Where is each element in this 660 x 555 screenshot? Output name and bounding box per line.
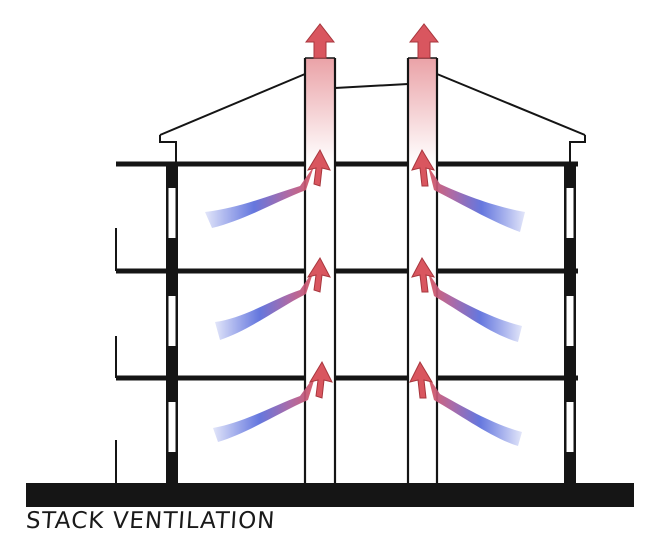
arrow-head-left-3	[308, 360, 333, 399]
exterior-wall-left	[166, 164, 178, 483]
exterior-wall-right	[564, 164, 576, 483]
ventilation-stack-right	[406, 57, 439, 483]
floor-slabs	[116, 161, 578, 381]
roof	[159, 58, 586, 164]
warm-air-arrows	[304, 23, 440, 399]
arrow-head-right-1	[411, 148, 436, 187]
arrow-head-right-2	[411, 257, 436, 293]
airflow-right	[428, 166, 525, 446]
arrow-head-left-2	[306, 257, 331, 293]
diagram-caption: STACK VENTILATION	[25, 508, 277, 534]
airflow-left	[205, 166, 316, 442]
arrow-head-left-1	[306, 148, 331, 187]
exhaust-arrow-left-top	[304, 23, 336, 59]
arrow-head-right-3	[409, 360, 434, 399]
ground-slab	[26, 483, 634, 507]
exhaust-arrow-right-top	[408, 23, 440, 59]
